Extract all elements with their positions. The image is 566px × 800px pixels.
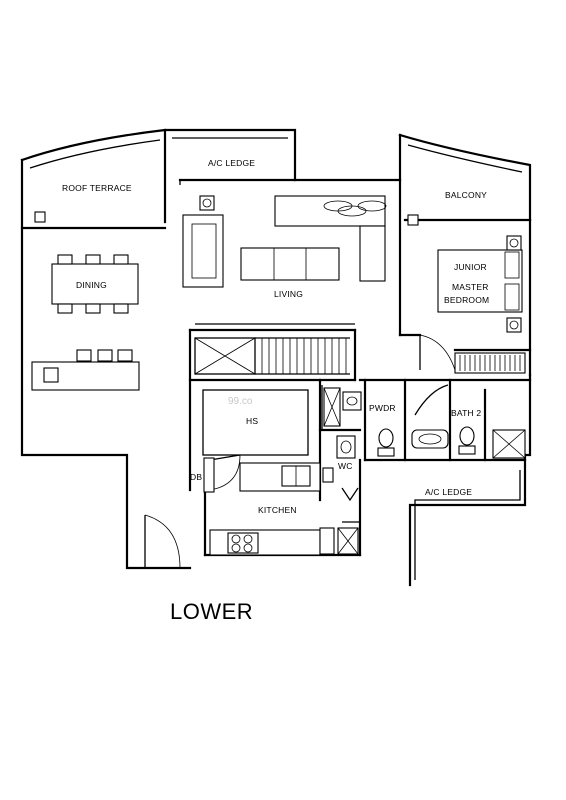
label-balcony: BALCONY [445,190,487,200]
label-dining: DINING [76,280,107,290]
label-ac-ledge-right: A/C LEDGE [425,487,472,497]
label-db: DB [190,472,202,482]
bathroom-fixtures [322,387,526,502]
dining-table [51,254,139,314]
label-junior-master-3: BEDROOM [444,295,489,305]
kitchen-island [31,349,140,391]
label-kitchen: KITCHEN [258,505,297,515]
staircase [194,323,355,375]
label-pwdr: PWDR [369,403,396,413]
label-hs: HS [246,416,258,426]
label-ac-ledge-top: A/C LEDGE [208,158,255,168]
bedroom-bed [407,214,526,374]
interior-walls [20,180,532,557]
floor-label: LOWER [170,599,253,624]
hs-room [202,389,309,456]
room-labels: ROOF TERRACE A/C LEDGE BALCONY DINING LI… [62,158,489,515]
doors [144,334,456,569]
label-junior-master-2: MASTER [452,282,489,292]
label-wc: WC [338,461,353,471]
label-living: LIVING [274,289,303,299]
kitchen-fixtures [203,457,359,556]
label-bath2: BATH 2 [451,408,481,418]
watermark: 99.co [228,396,253,407]
label-junior-master-1: JUNIOR [454,262,487,272]
label-roof-terrace: ROOF TERRACE [62,183,132,193]
living-furniture [34,195,387,288]
